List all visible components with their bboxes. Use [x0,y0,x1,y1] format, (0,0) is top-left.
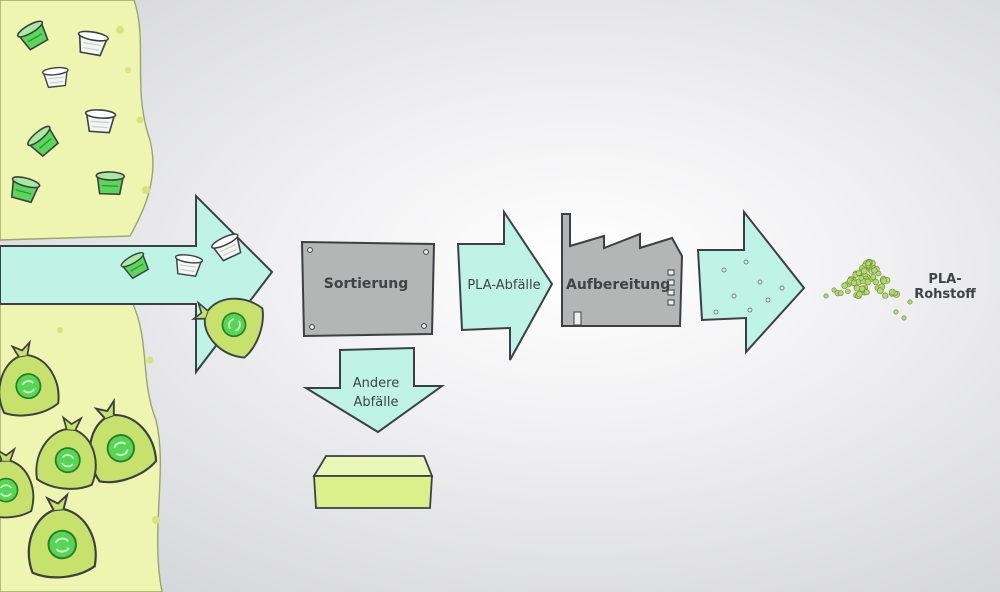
raw-material-label-line1: PLA- [928,272,962,287]
raw-material-label-line2: Rohstoff [914,287,976,302]
sorting-machine [300,240,436,338]
pellet-pile-icon [823,258,913,321]
pellet [853,284,861,292]
pellet [837,290,844,297]
pla-waste-arrow [456,208,554,361]
pellet [845,288,851,295]
pellet [856,270,862,276]
pellet [865,260,871,267]
factory-icon [561,213,684,327]
other-waste-label-line2: Abfälle [353,395,399,410]
other-waste-arrow [302,346,446,434]
raw-material-label: PLA- Rohstoff [910,272,980,302]
pellet [880,277,888,285]
pellet [893,309,899,315]
pellet [870,274,877,281]
sorting-label: Sortierung [323,276,409,292]
pellet [856,291,863,298]
pellet [850,279,858,286]
pellet [901,315,907,321]
pellet [864,278,872,286]
pellet [876,287,884,295]
other-waste-bin [312,455,434,509]
pellet [863,289,870,296]
pellet [860,267,868,275]
pellet [882,292,889,299]
pellet [871,267,878,274]
pellet [858,275,864,281]
other-waste-label: Andere Abfälle [336,374,416,412]
pellet [841,282,848,289]
pla-waste-label: PLA-Abfälle [467,278,541,293]
other-waste-label-line1: Andere [352,376,400,391]
processing-label: Aufbereitung [566,277,671,293]
pellet [907,299,913,305]
pellet [872,278,879,286]
output-arrow [696,209,806,355]
pellet [831,287,837,293]
pellet [823,293,829,299]
pellet [889,288,896,296]
